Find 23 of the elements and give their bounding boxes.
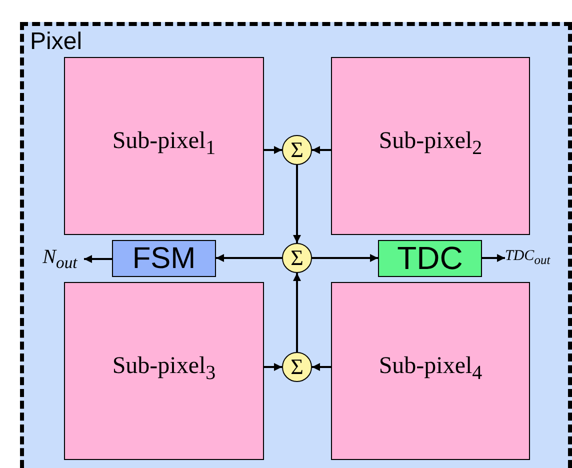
sub-pixel-block: Sub-pixel$_{3}$ [64,282,264,460]
signal-label: N$_{out}$ [36,244,84,274]
arrow [264,363,282,371]
fsm-block: FSM [112,240,216,277]
region-title: Pixel [30,28,82,56]
sub-pixel-block: Sub-pixel$_{1}$ [64,57,264,235]
arrow [312,254,378,262]
arrow [482,254,505,262]
arrow [84,255,112,263]
summing-node: Σ [282,135,312,165]
arrow [264,146,282,154]
arrow [293,273,301,352]
arrow [312,146,331,154]
tdc-block: TDC [378,240,482,277]
signal-label: TDC$_{out}$ [505,246,571,270]
sub-pixel-block: Sub-pixel$_{2}$ [331,57,530,235]
pixel-region [20,22,572,468]
summing-node: Σ [282,352,312,382]
sub-pixel-block: Sub-pixel$_{4}$ [331,282,530,460]
summing-node: Σ [282,243,312,273]
arrow [293,165,301,243]
arrow [216,254,282,262]
arrow [312,363,331,371]
